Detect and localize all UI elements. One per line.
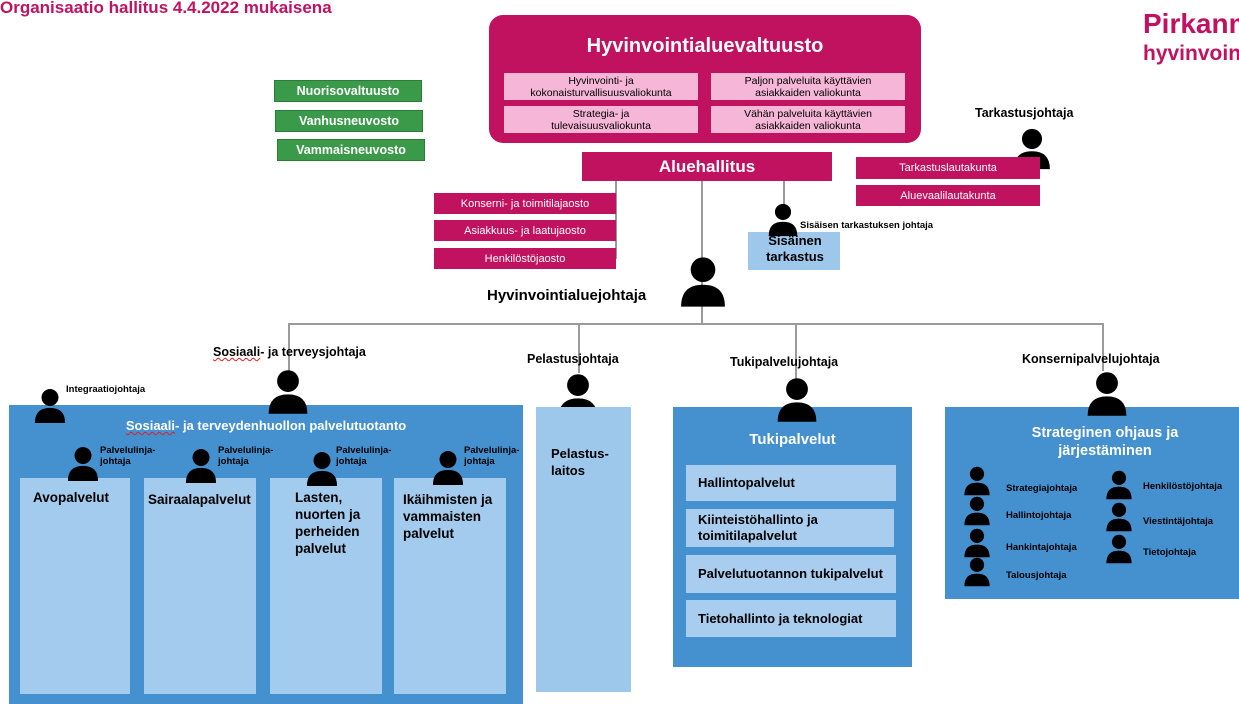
ceo-label: Hyvinvointialuejohtaja — [487, 287, 647, 304]
support-item-it: Tietohallinto ja teknologiat — [686, 600, 896, 637]
connector-line — [795, 323, 797, 380]
connector-line — [1102, 323, 1104, 371]
logo-text-line1: Pirkanm — [1143, 8, 1239, 39]
line-director-label: Palvelulinja-johtaja — [100, 445, 156, 467]
integration-director-label: Integraatiojohtaja — [66, 384, 146, 395]
rescue-director-label: Pelastusjohtaja — [527, 352, 619, 366]
support-director-person-icon — [776, 377, 818, 423]
section-asiakkuus: Asiakkuus- ja laatujaosto — [434, 220, 616, 241]
line-director-person-icon — [432, 450, 464, 486]
rescue-unit-box — [536, 407, 631, 692]
service-line-card — [144, 478, 256, 694]
logo-text-line2: hyvinvoin — [1143, 42, 1239, 65]
strategy-director-label: Strategiajohtaja — [1006, 483, 1078, 494]
connector-line — [288, 323, 290, 371]
social-director-label-b: - ja terveysjohtaja — [260, 345, 366, 359]
procurement-director-label: Hankintajohtaja — [1006, 542, 1077, 553]
line-director-label: Palvelulinja-johtaja — [464, 445, 520, 467]
committee-welfare: Hyvinvointi- ja kokonaisturvallisuusvali… — [504, 73, 698, 100]
service-line-hospital: Sairaalapalvelut — [148, 492, 251, 507]
ceo-person-icon — [678, 256, 728, 308]
council-elderly: Vanhusneuvosto — [275, 110, 423, 132]
internal-audit-unit: Sisäinen tarkastus — [766, 233, 824, 264]
section-konserni: Konserni- ja toimitilajaosto — [434, 193, 616, 214]
line-director-person-icon — [306, 451, 338, 487]
procurement-director-icon — [962, 528, 992, 558]
rescue-unit-label: Pelastus-laitos — [551, 446, 609, 478]
group-director-label: Konsernipalvelujohtaja — [1022, 352, 1160, 366]
service-line-elderly: Ikäihmisten ja vammaisten palvelut — [403, 492, 493, 541]
service-line-families: Lasten, nuorten ja perheiden palvelut — [295, 490, 361, 556]
connector-line — [578, 323, 580, 373]
communications-director-icon — [1104, 502, 1134, 532]
service-line-card — [394, 478, 506, 694]
service-line-avo: Avopalvelut — [33, 490, 110, 505]
internal-audit-person-icon — [767, 203, 799, 237]
social-director-person-icon — [267, 369, 309, 415]
admin-director-label: Hallintojohtaja — [1006, 510, 1072, 521]
social-unit-title: Sosiaali- ja terveydenhuollon palvelutuo… — [9, 418, 523, 433]
group-unit-box — [945, 407, 1239, 599]
audit-director-label: Tarkastusjohtaja — [975, 106, 1074, 120]
integration-person-icon — [34, 388, 66, 424]
line-director-label: Palvelulinja-johtaja — [336, 445, 392, 467]
group-director-person-icon — [1086, 371, 1128, 417]
data-director-icon — [1104, 534, 1134, 564]
internal-audit-box — [748, 232, 840, 270]
finance-director-icon — [962, 557, 992, 587]
aluehallitus-box: Aluehallitus — [582, 152, 832, 181]
page-title: Organisaatio hallitus 4.4.2022 mukaisena — [0, 0, 332, 17]
group-unit-title: Strateginen ohjaus ja järjestäminen — [1031, 425, 1179, 459]
communications-director-label: Viestintäjohtaja — [1143, 516, 1214, 527]
board-election: Aluevaalilautakunta — [856, 185, 1040, 206]
committee-heavy-users: Paljon palveluita käyttävien asiakkaiden… — [711, 73, 905, 100]
connector-line — [288, 323, 1104, 325]
admin-director-icon — [962, 496, 992, 526]
line-director-label: Palvelulinja-johtaja — [218, 445, 274, 467]
internal-audit-director-label: Sisäisen tarkastuksen johtaja — [800, 220, 934, 231]
line-director-person-icon — [67, 446, 99, 482]
social-unit-title-b: - ja terveydenhuollon palvelutuotanto — [175, 418, 407, 433]
support-unit-title: Tukipalvelut — [749, 431, 836, 448]
committee-light-users: Vähän palveluita käyttävien asiakkaiden … — [711, 106, 905, 133]
hr-director-label: Henkilöstöjohtaja — [1143, 481, 1223, 492]
line-director-person-icon — [185, 448, 217, 484]
finance-director-label: Talousjohtaja — [1006, 570, 1067, 581]
social-unit-title-a: Sosiaali — [125, 418, 175, 433]
section-henkilosto: Henkilöstöjaosto — [434, 248, 616, 269]
council-disability: Vammaisneuvosto — [277, 139, 425, 161]
support-item-admin: Hallintopalvelut — [686, 465, 896, 501]
council-youth: Nuorisovaltuusto — [274, 80, 422, 102]
support-item-production: Palvelutuotannon tukipalvelut — [686, 555, 896, 593]
service-line-card — [270, 478, 382, 694]
support-director-label: Tukipalvelujohtaja — [730, 355, 839, 369]
social-director-label: Sosiaali- ja terveysjohtaja — [213, 345, 366, 359]
data-director-label: Tietojohtaja — [1143, 547, 1197, 558]
connector-line — [783, 181, 785, 209]
valtuusto-title: Hyvinvointialuevaltuusto — [586, 35, 824, 57]
social-director-label-a: Sosiaali — [213, 345, 261, 359]
service-line-card — [20, 478, 130, 694]
hr-director-icon — [1104, 470, 1134, 500]
connector-line — [701, 181, 703, 323]
board-audit: Tarkastuslautakunta — [856, 157, 1040, 179]
strategy-director-icon — [962, 466, 992, 496]
committee-strategy: Strategia- ja tulevaisuusvaliokunta — [504, 106, 698, 133]
connector-line — [615, 173, 617, 259]
support-item-property: Kiinteistöhallinto ja toimitilapalvelut — [686, 509, 894, 547]
